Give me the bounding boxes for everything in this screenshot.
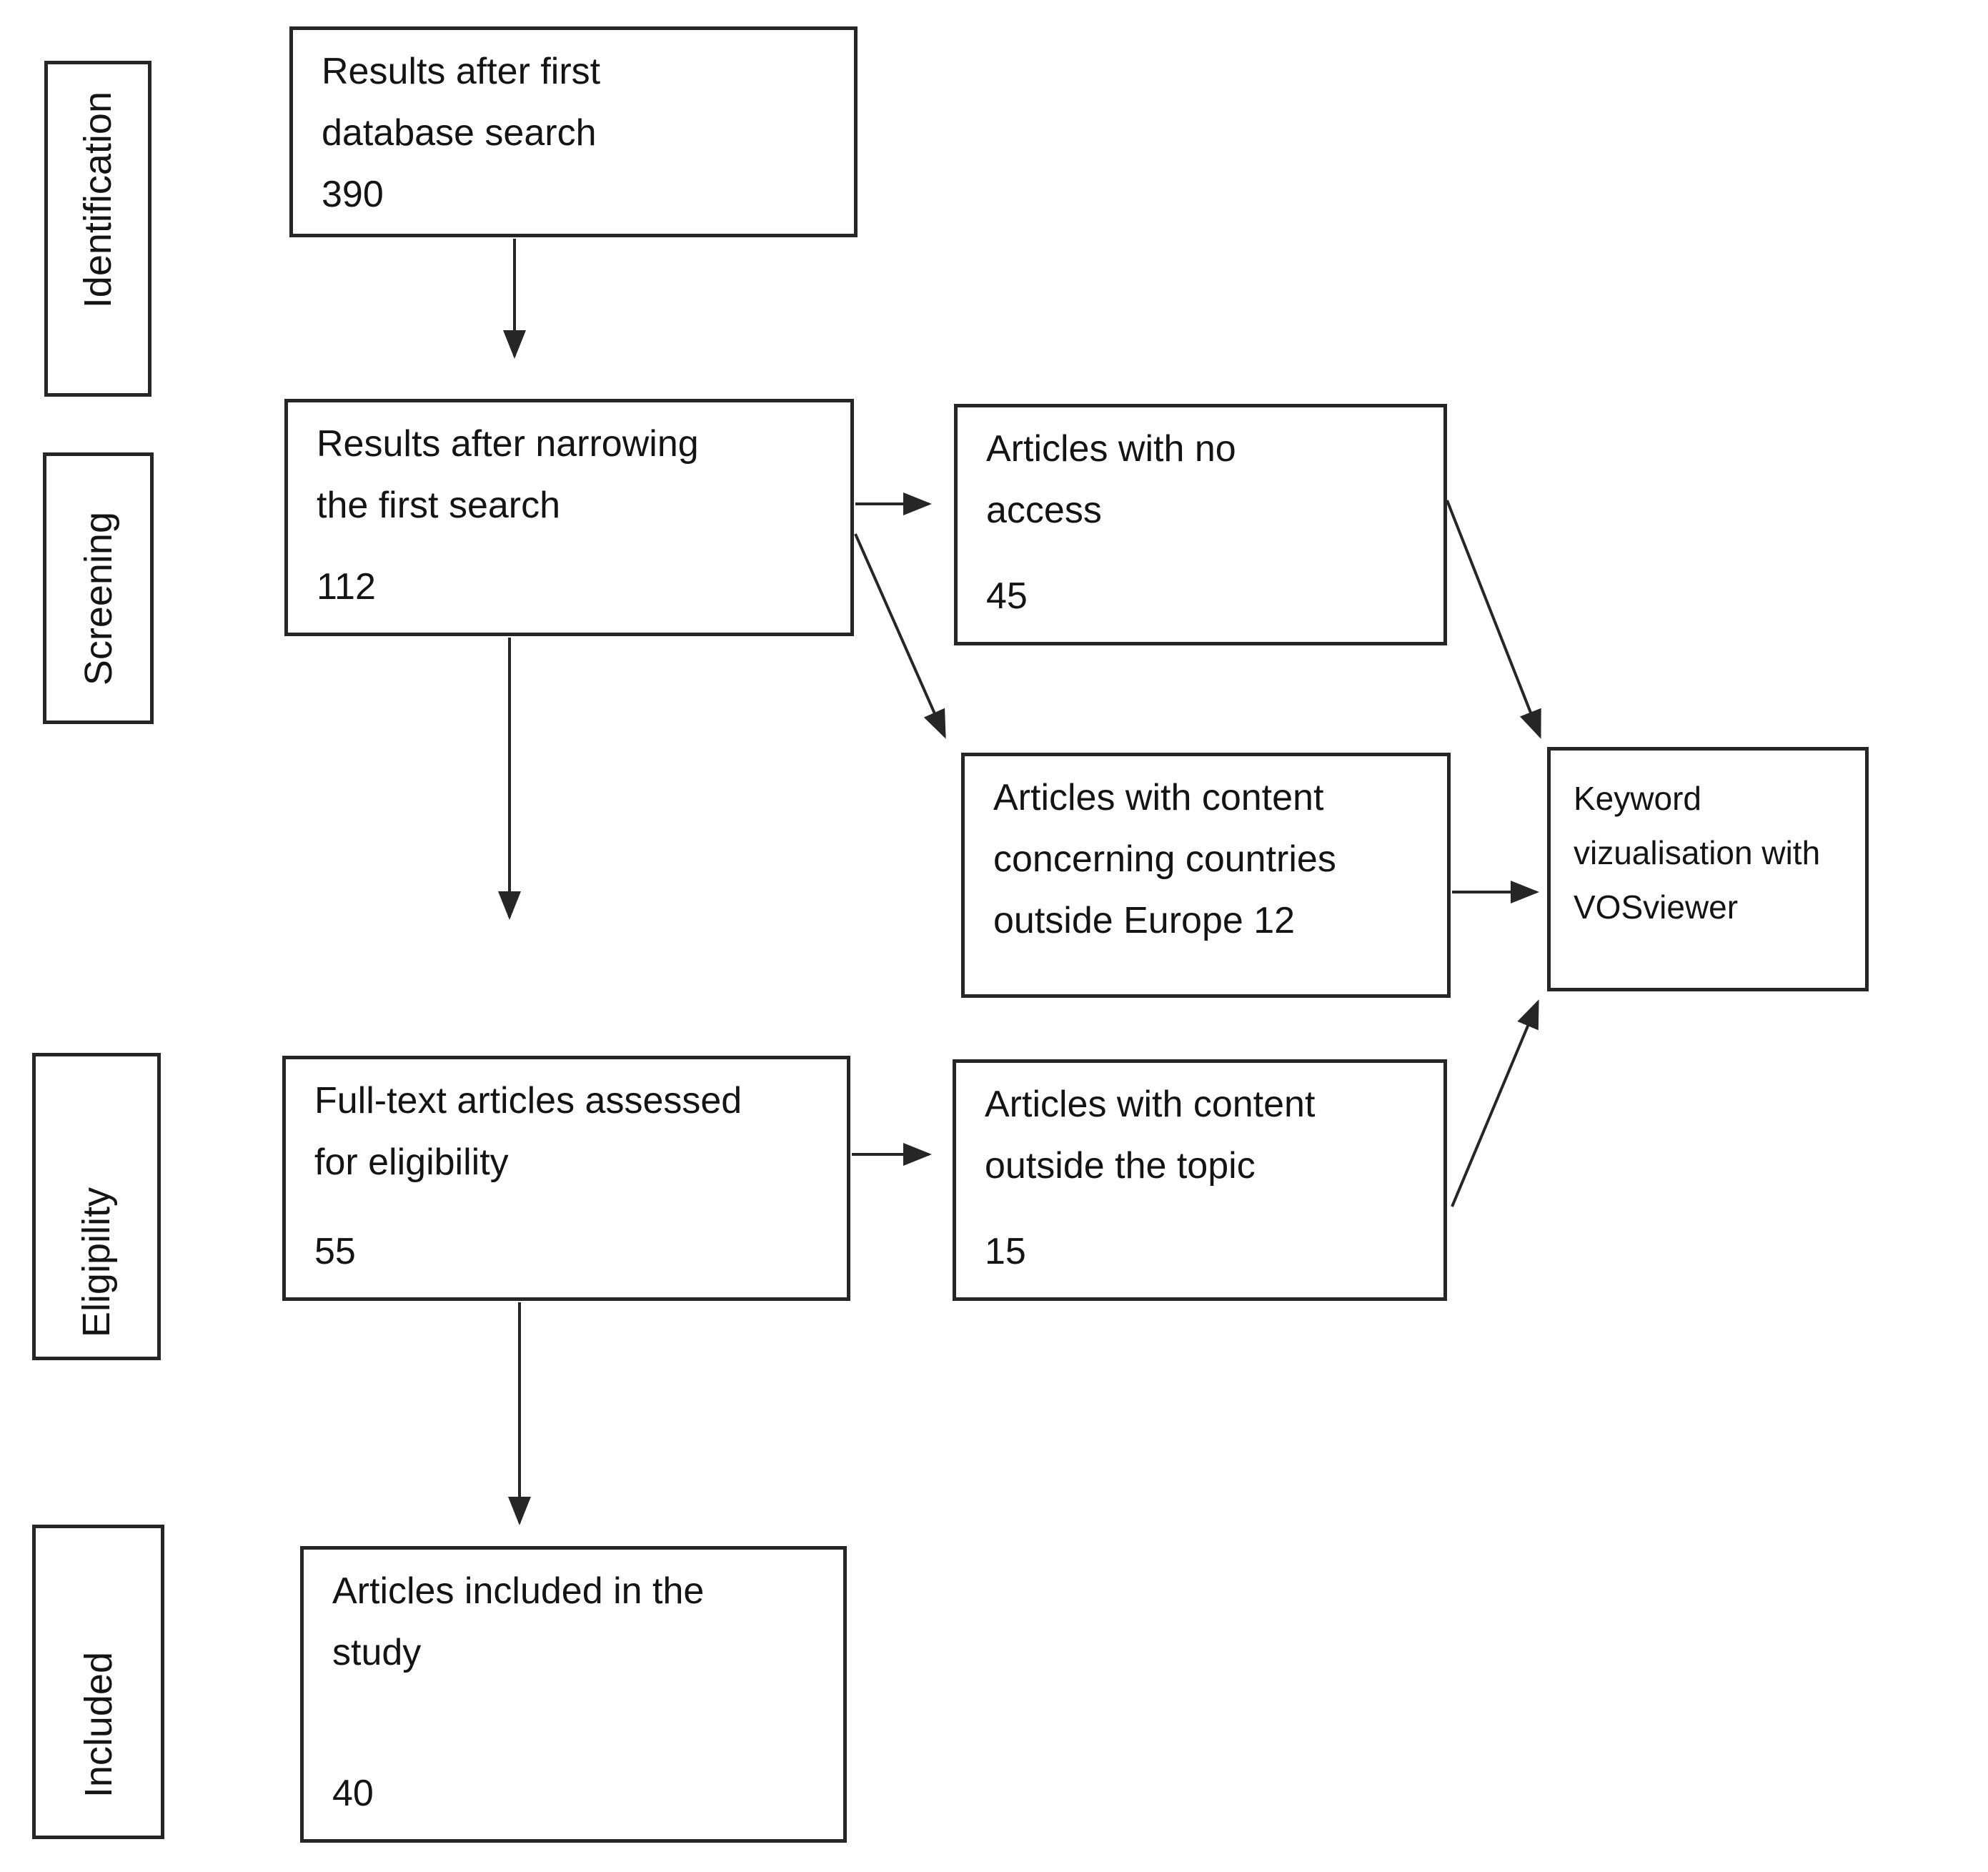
- stage-box-eligibility: Eligipility: [32, 1053, 161, 1360]
- box-count: 40: [332, 1773, 374, 1815]
- box-count: 45: [986, 575, 1028, 618]
- box-title: Articles with content outside the topic: [985, 1084, 1316, 1187]
- stage-box-identification: Identification: [44, 61, 151, 397]
- box-articles-outside-europe: Articles with content concerning countri…: [961, 753, 1451, 998]
- box-title: Articles included in the study: [332, 1570, 705, 1673]
- box-keyword-visualisation: Keyword vizualisation with VOSviewer: [1547, 747, 1869, 991]
- box-fulltext-assessed: Full-text articles assessed for eligibil…: [282, 1056, 850, 1301]
- box-count: 55: [314, 1231, 356, 1273]
- box-articles-no-access: Articles with no access 45: [954, 404, 1447, 645]
- box-title: Results after first database search: [322, 51, 601, 154]
- box-title: Results after narrowing the first search: [317, 423, 699, 526]
- box-articles-included: Articles included in the study 40: [300, 1546, 847, 1843]
- arrow-no-access-to-keyword: [1446, 500, 1541, 739]
- box-first-database-search: Results after first database search 390: [289, 26, 858, 237]
- arrow-outside-topic-to-keyword: [1451, 999, 1539, 1207]
- stage-box-screening: Screening: [43, 452, 154, 724]
- box-narrowed-search: Results after narrowing the first search…: [284, 399, 854, 636]
- box-count: 390: [322, 173, 384, 215]
- arrow-narrowed-to-outside-europe: [854, 533, 946, 739]
- box-title: Articles with content concerning countri…: [993, 777, 1336, 941]
- box-title: Full-text articles assessed for eligibil…: [314, 1080, 742, 1183]
- box-title: Keyword vizualisation with VOSviewer: [1574, 780, 1821, 926]
- stage-box-included: Included: [32, 1525, 164, 1839]
- box-articles-outside-topic: Articles with content outside the topic …: [953, 1059, 1447, 1301]
- box-count: 112: [317, 566, 376, 608]
- box-count: 15: [985, 1231, 1026, 1273]
- box-title: Articles with no access: [986, 428, 1236, 531]
